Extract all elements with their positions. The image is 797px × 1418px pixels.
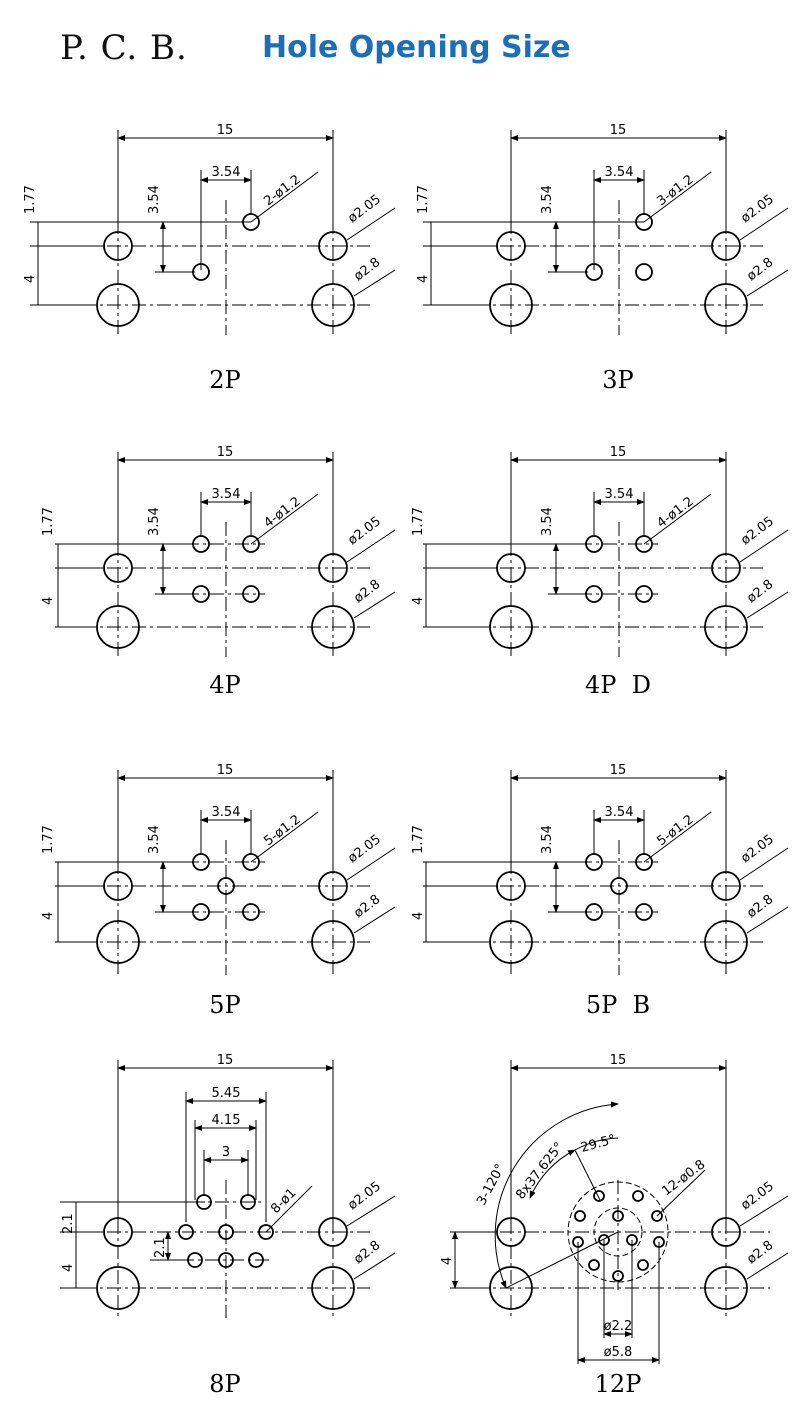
dim-d1: 5.45 bbox=[212, 1086, 241, 1101]
panel-4p: 15 3.54 3.54 1.77 4 4-ø1.2 ø2.05 ø2.8 bbox=[41, 445, 396, 699]
dim-pitch: 3.54 bbox=[212, 165, 241, 180]
dim-width: 15 bbox=[610, 123, 627, 138]
label-angle-2: 8x37.625° bbox=[513, 1140, 567, 1203]
dim-h2: 1.77 bbox=[411, 507, 426, 536]
dim-width: 15 bbox=[610, 445, 627, 460]
label-small-holes: 5-ø1.2 bbox=[654, 812, 696, 849]
label-large-hole: ø2.8 bbox=[351, 1238, 383, 1267]
dim-width: 15 bbox=[610, 763, 627, 778]
label-small-holes: 4-ø1.2 bbox=[654, 494, 696, 531]
panel-caption: 12P bbox=[595, 1370, 642, 1398]
panel-caption: 3P bbox=[602, 366, 633, 394]
dim-h2: 1.77 bbox=[41, 507, 56, 536]
dim-h3: 4 bbox=[41, 912, 56, 920]
label-small-holes: 4-ø1.2 bbox=[261, 494, 303, 531]
dim-h1: 3.54 bbox=[540, 825, 555, 854]
panel-5p: 15 3.54 3.54 1.77 4 5-ø1.2 ø2.05 bbox=[41, 763, 396, 1019]
dim-h3: 4 bbox=[411, 597, 426, 605]
page-title-hole-opening-size: Hole Opening Size bbox=[262, 30, 571, 65]
label-mid-hole: ø2.05 bbox=[345, 192, 384, 226]
label-large-hole: ø2.8 bbox=[351, 892, 383, 921]
label-small-holes: 2-ø1.2 bbox=[261, 172, 303, 209]
dim-pitch: 3.54 bbox=[212, 805, 241, 820]
dim-width: 15 bbox=[217, 123, 234, 138]
panel-caption: 4P D bbox=[585, 671, 651, 699]
dim-h1: 3.54 bbox=[147, 825, 162, 854]
dim-h2: 1.77 bbox=[416, 185, 431, 214]
label-large-hole: ø2.8 bbox=[351, 255, 383, 284]
dim-pitch: 3.54 bbox=[605, 487, 634, 502]
label-large-hole: ø2.8 bbox=[351, 577, 383, 606]
panel-caption: 2P bbox=[209, 366, 240, 394]
label-small-holes: 12-ø0.8 bbox=[659, 1157, 708, 1199]
dim-pitch: 3.54 bbox=[605, 805, 634, 820]
label-small-holes: 8-ø1 bbox=[268, 1186, 299, 1217]
label-mid-hole: ø2.05 bbox=[345, 1179, 384, 1213]
dim-h3: 4 bbox=[411, 912, 426, 920]
label-large-hole: ø2.8 bbox=[744, 255, 776, 284]
label-large-hole: ø2.8 bbox=[744, 892, 776, 921]
dim-h2: 1.77 bbox=[411, 825, 426, 854]
dim-width: 15 bbox=[217, 1053, 234, 1068]
panel-5p-b: 15 3.54 3.54 1.77 4 5-ø1.2 ø2.05 bbox=[411, 763, 789, 1019]
label-mid-hole: ø2.05 bbox=[738, 1179, 777, 1213]
dim-width: 15 bbox=[217, 445, 234, 460]
dim-v2: 2.1 bbox=[153, 1237, 168, 1258]
dim-outer: ø5.8 bbox=[604, 1345, 633, 1360]
dim-h1: 3.54 bbox=[540, 507, 555, 536]
panel-caption: 5P bbox=[209, 991, 240, 1019]
label-mid-hole: ø2.05 bbox=[345, 514, 384, 548]
label-large-hole: ø2.8 bbox=[744, 1238, 776, 1267]
label-mid-hole: ø2.05 bbox=[738, 832, 777, 866]
panel-caption: 4P bbox=[209, 671, 240, 699]
dim-width: 15 bbox=[610, 1053, 627, 1068]
panel-3p: 15 3.54 3.54 1.77 4 3-ø1.2 ø2.05 ø2.8 3P bbox=[416, 123, 789, 394]
dim-pitch: 3.54 bbox=[212, 487, 241, 502]
label-angle-1: 3-120° bbox=[474, 1162, 508, 1208]
dim-v3: 4 bbox=[61, 1264, 76, 1272]
panel-2p: 15 3.54 3.54 1.77 4 2-ø1.2 ø2.05 ø2.8 2P bbox=[23, 123, 396, 394]
dim-h3: 4 bbox=[23, 275, 38, 283]
dim-h1: 3.54 bbox=[147, 507, 162, 536]
dim-h3: 4 bbox=[416, 275, 431, 283]
page-title-pcb: P. C. B. bbox=[60, 28, 188, 68]
dim-h3: 4 bbox=[41, 597, 56, 605]
dim-h2: 1.77 bbox=[23, 185, 38, 214]
dim-v1: 4 bbox=[440, 1257, 455, 1265]
dim-inner: ø2.2 bbox=[604, 1319, 633, 1334]
dim-width: 15 bbox=[217, 763, 234, 778]
panel-8p: 15 5.45 4.15 3 2.1 2.1 4 bbox=[60, 1053, 396, 1398]
dim-pitch: 3.54 bbox=[605, 165, 634, 180]
label-large-hole: ø2.8 bbox=[744, 577, 776, 606]
panel-12p: 15 3-120° 8x37.625° 29.5° 4 bbox=[440, 1053, 789, 1398]
dim-d3: 3 bbox=[222, 1145, 230, 1160]
label-small-holes: 3-ø1.2 bbox=[654, 172, 696, 209]
dim-d2: 4.15 bbox=[212, 1113, 241, 1128]
panel-caption: 5P B bbox=[586, 991, 650, 1019]
dim-v1: 2.1 bbox=[61, 1213, 76, 1234]
panel-caption: 8P bbox=[209, 1370, 240, 1398]
dim-h1: 3.54 bbox=[147, 185, 162, 214]
label-mid-hole: ø2.05 bbox=[345, 832, 384, 866]
label-mid-hole: ø2.05 bbox=[738, 192, 777, 226]
dim-h1: 3.54 bbox=[540, 185, 555, 214]
dim-h2: 1.77 bbox=[41, 825, 56, 854]
label-small-holes: 5-ø1.2 bbox=[261, 812, 303, 849]
label-angle-3: 29.5° bbox=[579, 1132, 617, 1156]
label-mid-hole: ø2.05 bbox=[738, 514, 777, 548]
panel-4p-d: 15 3.54 3.54 1.77 4 4-ø1.2 ø2.05 ø2.8 bbox=[411, 445, 789, 699]
